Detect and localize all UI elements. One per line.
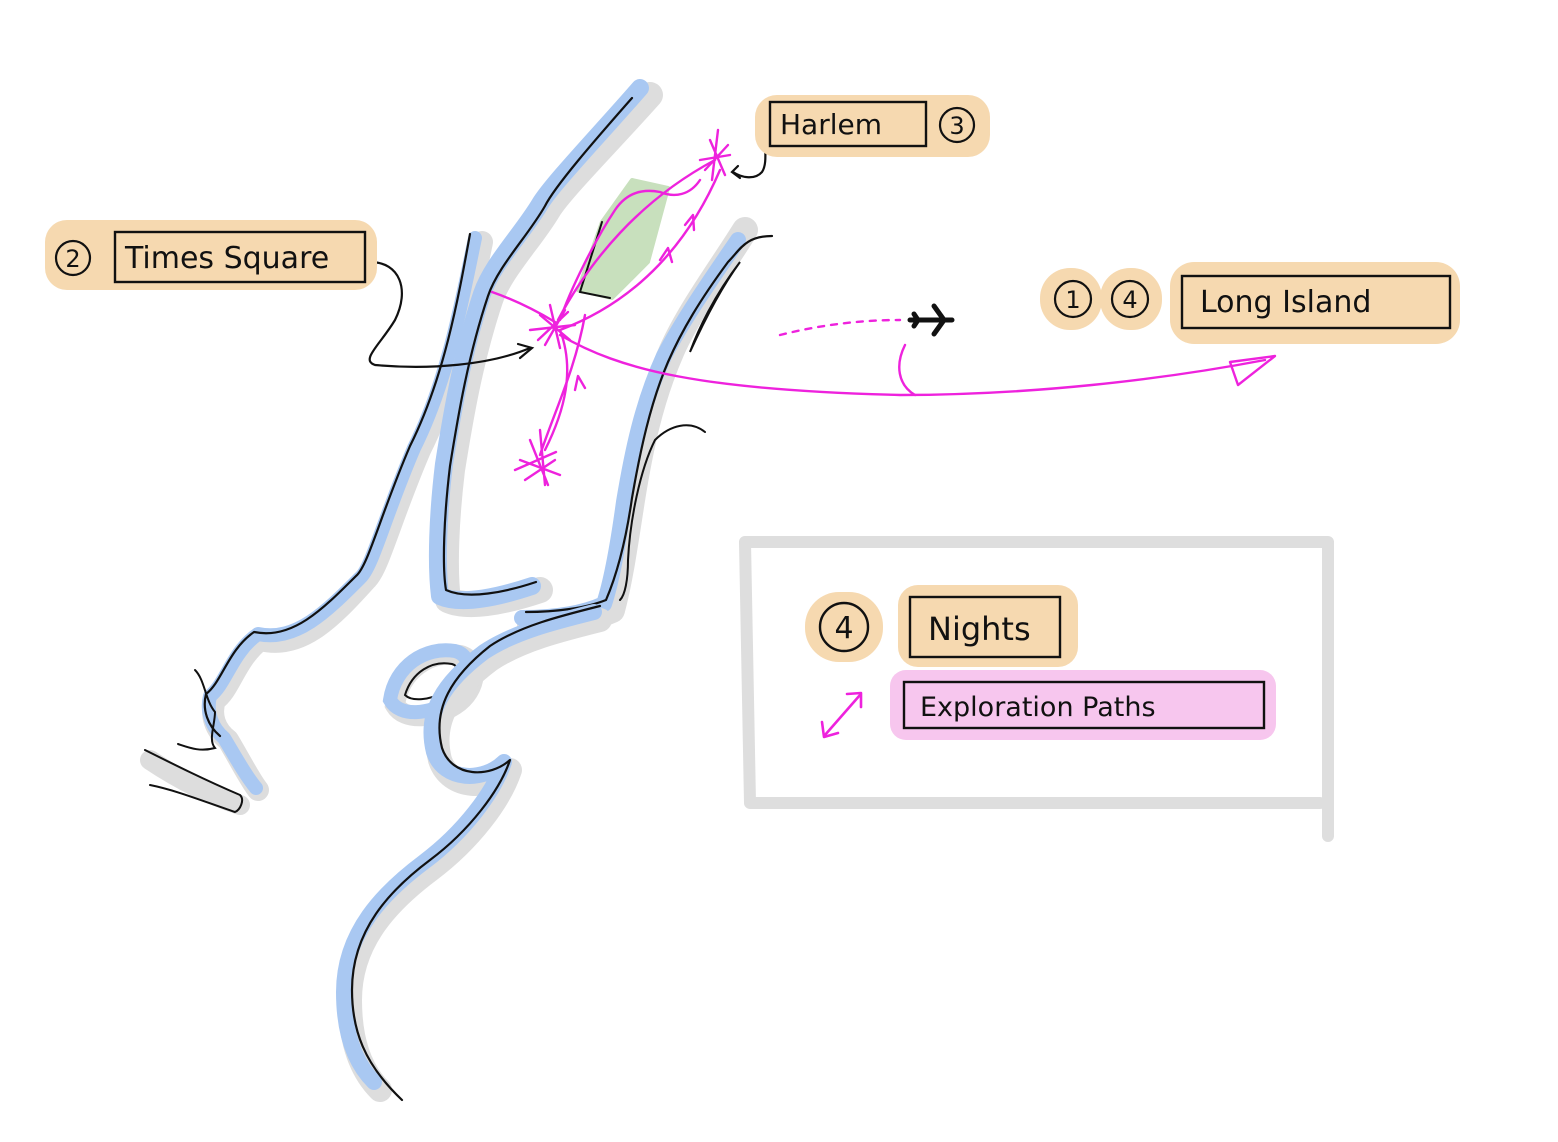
- manhattan-west-ink: [442, 96, 634, 596]
- arrowhead-long-island: [1228, 354, 1277, 387]
- long-island-count-highlight-b: [1100, 268, 1162, 330]
- jersey-pier-ink-2: [177, 669, 217, 751]
- exploration-paths: [490, 128, 1277, 487]
- harlem-text: Harlem: [780, 108, 882, 141]
- path-west-to-midtown: [490, 290, 557, 324]
- path-midtown-to-downtown: [543, 328, 569, 452]
- long-island-text: Long Island: [1200, 285, 1371, 320]
- legend-nights-count: 4: [834, 611, 853, 646]
- times-square-box: [113, 230, 367, 284]
- west-shore-water: [201, 231, 482, 795]
- airplane-icon: [907, 303, 955, 337]
- times-square-count: 2: [65, 245, 80, 273]
- manhattan-west-shore: [428, 79, 663, 618]
- path-downtown-to-midtown: [538, 313, 587, 457]
- legend-nights-count-circle: [818, 601, 870, 653]
- jersey-piers: [140, 669, 250, 815]
- label-long-island: 1 4 Long Island: [1040, 262, 1460, 344]
- legend-frame: [739, 536, 1334, 842]
- legend-nights-count-highlight: [805, 592, 883, 662]
- harlem-box: [768, 100, 928, 148]
- label-times-square: 2 Times Square: [45, 220, 377, 290]
- queens-shore-ink: [619, 424, 706, 601]
- path-park-loop: [558, 178, 702, 322]
- times-square-text: Times Square: [124, 241, 329, 276]
- legend: 4 Nights Exploration Paths: [739, 536, 1334, 842]
- legend-nights-highlight: [898, 585, 1078, 667]
- arrow-tick-2: [573, 374, 587, 392]
- long-island-count-a: 1: [1065, 286, 1080, 314]
- long-island-count-b: 4: [1122, 286, 1137, 314]
- legend-paths-highlight: [890, 670, 1276, 740]
- leader-times-square: [368, 260, 532, 368]
- east-river-ink-1: [524, 234, 774, 614]
- path-harlem-to-midtown: [558, 168, 722, 332]
- brooklyn-shore-ink: [350, 604, 602, 1102]
- arrow-tick-3: [683, 213, 696, 232]
- arrow-tick-1: [658, 246, 674, 264]
- harlem-count: 3: [949, 112, 964, 140]
- scribble-harlem: [698, 128, 732, 182]
- brooklyn-shore: [336, 604, 612, 1102]
- scribble-downtown: [513, 428, 562, 487]
- jersey-pier-shadow: [140, 750, 250, 815]
- path-to-long-island: [558, 333, 1267, 397]
- east-river: [514, 217, 774, 638]
- central-park: [576, 178, 670, 300]
- legend-paths-box: [902, 680, 1266, 730]
- times-square-count-circle: [54, 239, 92, 277]
- legend-nights-box: [908, 595, 1062, 659]
- path-midtown-to-harlem: [556, 158, 717, 322]
- long-island-count-circle-b: [1110, 279, 1150, 319]
- long-island-highlight: [1170, 262, 1460, 344]
- long-island-count-highlight-a: [1040, 268, 1102, 330]
- path-flight-dashed: [778, 318, 902, 337]
- leader-times-square-arrowhead: [516, 342, 535, 360]
- label-harlem: Harlem 3: [755, 95, 990, 157]
- harlem-highlight: [755, 95, 990, 157]
- double-arrow-icon: [820, 691, 863, 739]
- jersey-pier-ink-1: [144, 749, 244, 814]
- scribble-midtown: [528, 303, 577, 350]
- times-square-highlight: [45, 220, 377, 290]
- path-airport-hook: [898, 343, 917, 397]
- manhattan-west-water: [428, 79, 649, 610]
- legend-nights-text: Nights: [928, 610, 1031, 648]
- legend-paths-text: Exploration Paths: [920, 692, 1156, 723]
- long-island-box: [1180, 274, 1452, 330]
- roosevelt-island: [689, 261, 741, 353]
- long-island-count-circle-a: [1053, 279, 1093, 319]
- leader-harlem-arrowhead: [730, 164, 742, 180]
- harlem-count-circle: [938, 106, 976, 144]
